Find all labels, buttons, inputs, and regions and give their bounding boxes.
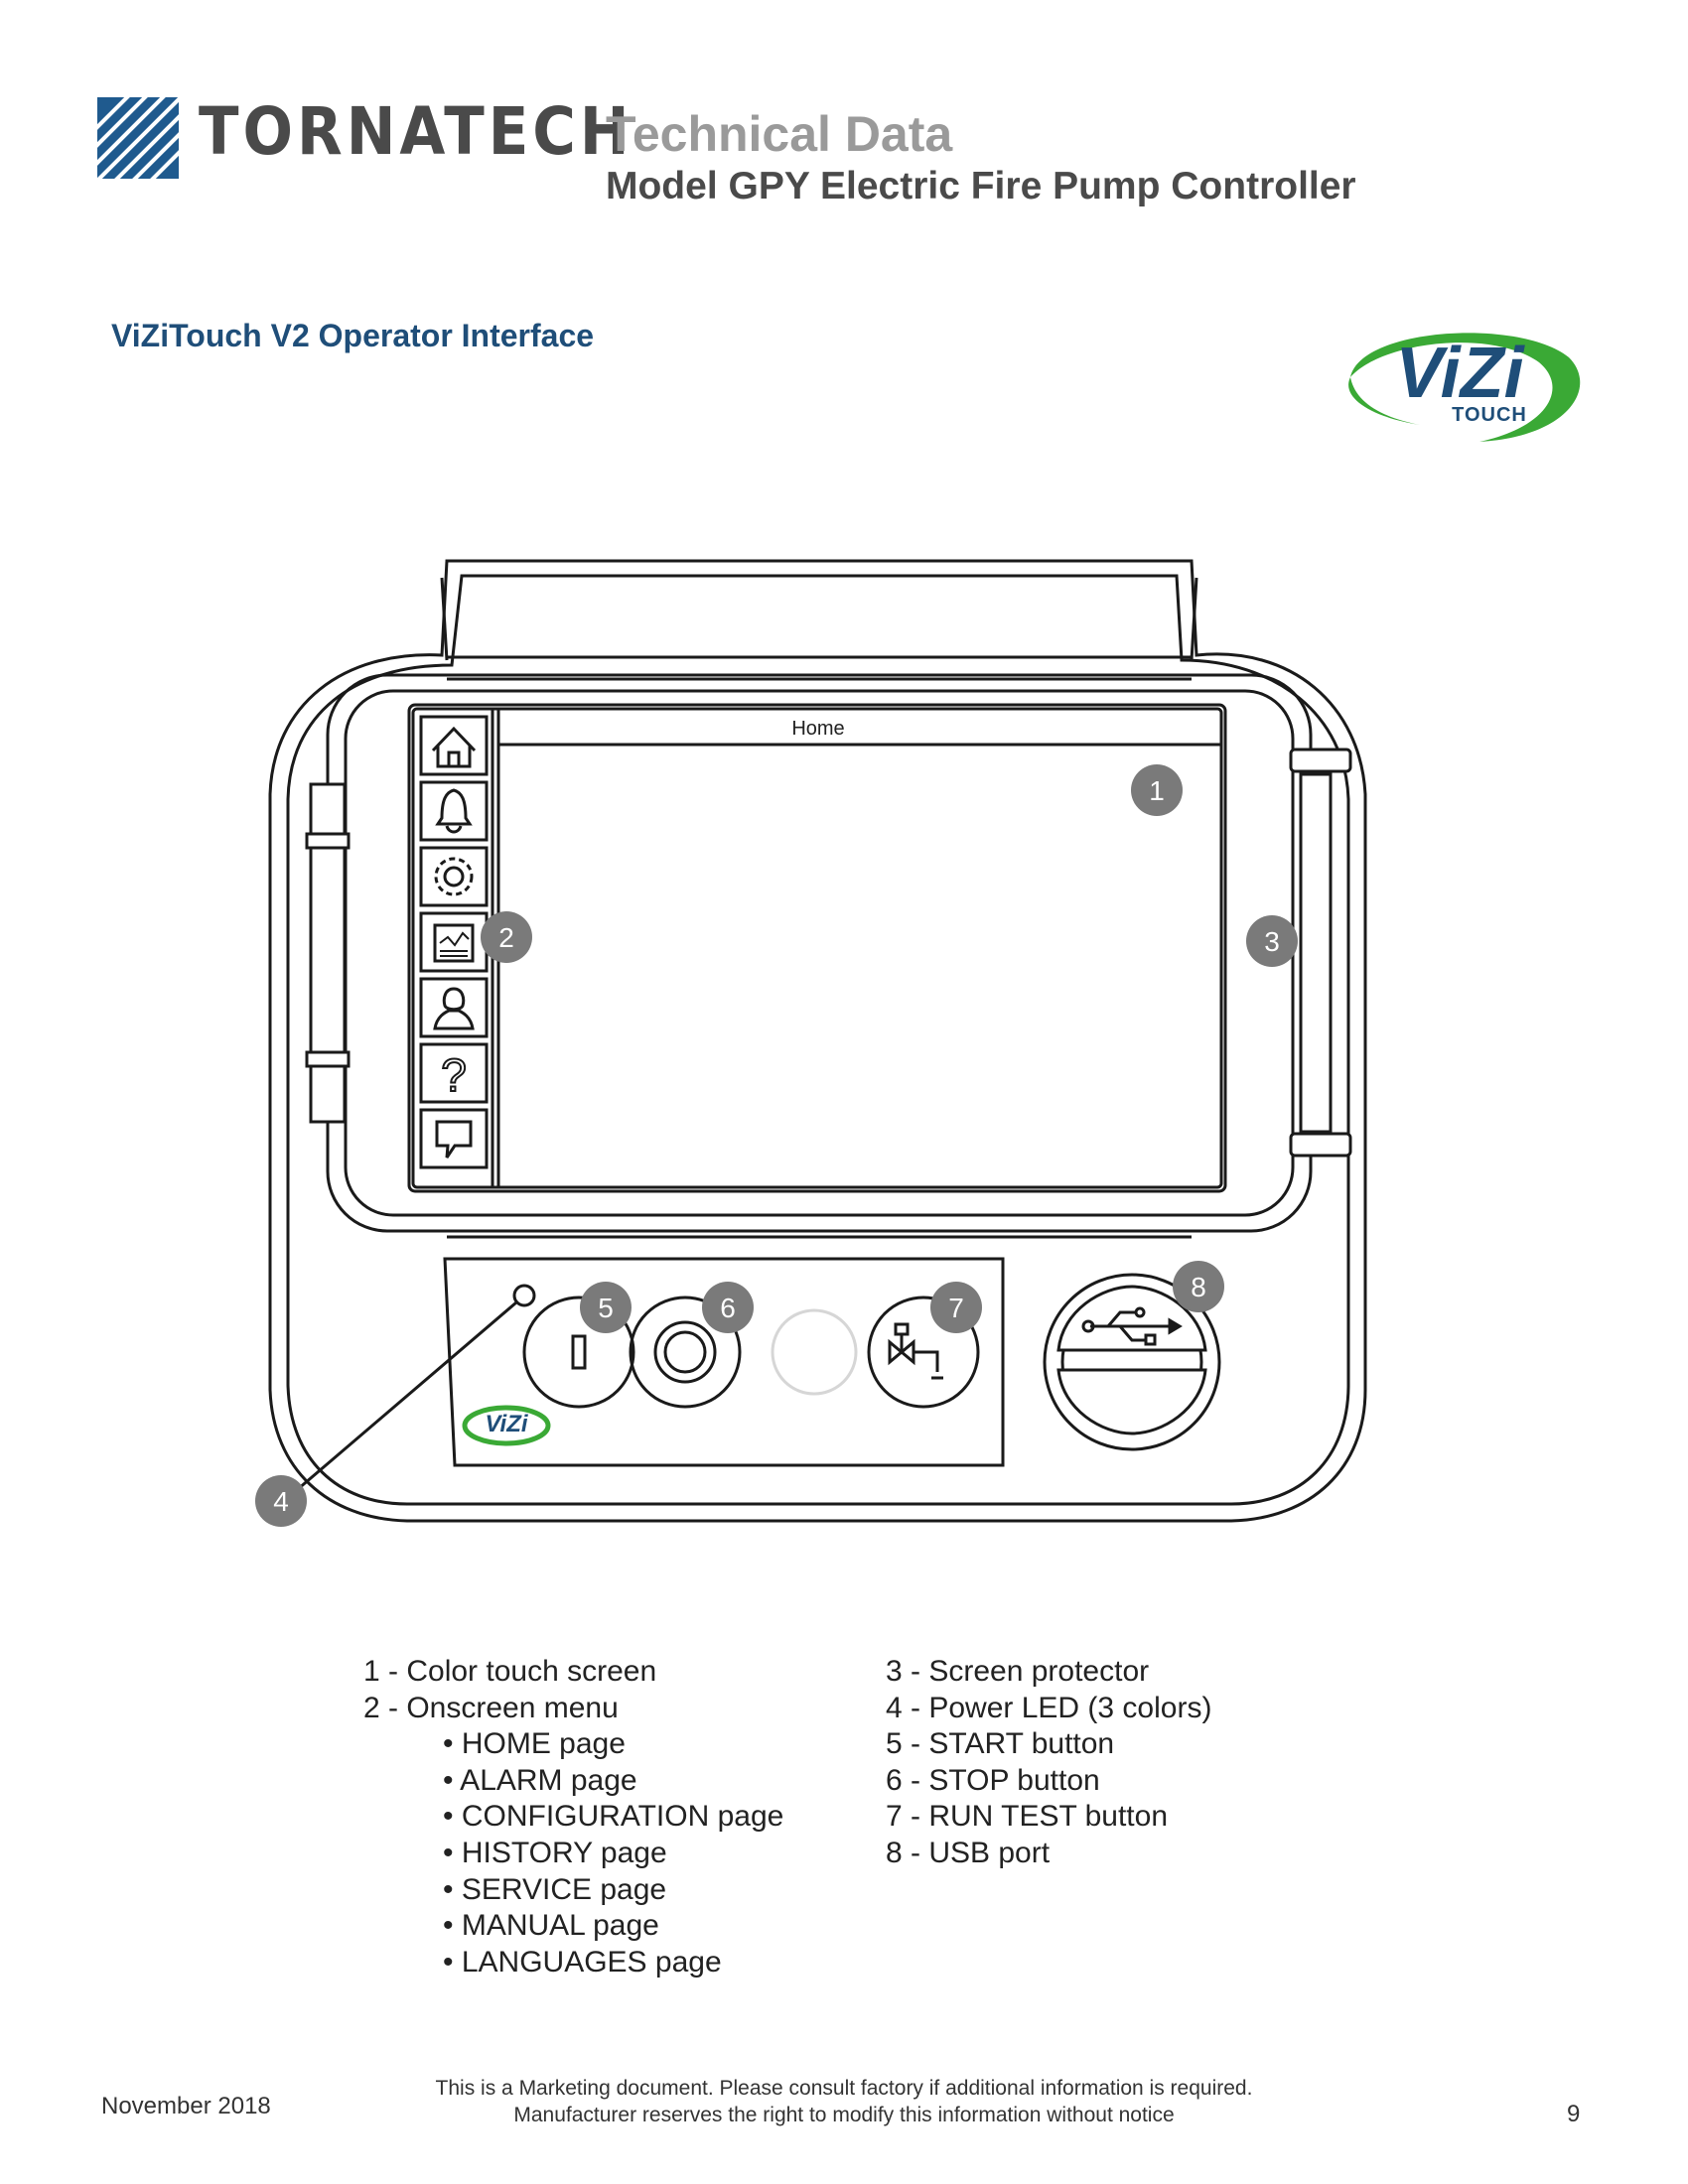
callout-1: 1: [1131, 764, 1183, 816]
footer-disclaimer: This is a Marketing document. Please con…: [0, 2075, 1688, 2128]
legend-subitem: • LANGUAGES page: [443, 1945, 722, 1979]
legend-item: 2 - Onscreen menu: [363, 1691, 619, 1724]
vizi-touch-logo: ViZi TOUCH: [1348, 333, 1581, 442]
legend-left-column: 1 - Color touch screen 2 - Onscreen menu…: [363, 1654, 783, 1980]
svg-text:5: 5: [598, 1293, 614, 1323]
menu-languages-button[interactable]: [419, 1108, 489, 1169]
svg-text:4: 4: [273, 1486, 289, 1517]
vizi-logo-text: ViZi: [1395, 334, 1525, 413]
menu-history-button[interactable]: [419, 911, 489, 973]
document-kicker: Technical Data: [606, 106, 953, 162]
menu-home-button[interactable]: [419, 715, 489, 776]
control-panel: [443, 1257, 1005, 1467]
service-person-icon: [433, 987, 475, 1030]
menu-configuration-button[interactable]: [419, 846, 489, 907]
legend-item: 1 - Color touch screen: [363, 1655, 657, 1688]
svg-text:2: 2: [498, 922, 514, 953]
callout-7: 7: [930, 1282, 982, 1333]
valve-icon: [888, 1322, 943, 1380]
disclaimer-line-2: Manufacturer reserves the right to modif…: [513, 2104, 1175, 2126]
panel-vizi-logo: ViZi: [462, 1405, 551, 1446]
legend-subitem: • MANUAL page: [443, 1909, 659, 1943]
tornatech-logo-mark: [97, 97, 179, 179]
svg-text:8: 8: [1191, 1272, 1206, 1302]
section-heading: ViZiTouch V2 Operator Interface: [111, 318, 595, 353]
usb-port[interactable]: [1043, 1273, 1221, 1451]
help-question-icon: ?: [441, 1049, 467, 1101]
svg-text:1: 1: [1149, 775, 1165, 806]
callout-4: 4: [255, 1475, 307, 1527]
legend-right-column: 3 - Screen protector 4 - Power LED (3 co…: [886, 1654, 1211, 1872]
legend-subitem: • HOME page: [443, 1727, 626, 1761]
legend-subitem: • SERVICE page: [443, 1872, 667, 1906]
home-icon: [431, 726, 477, 768]
power-led: [512, 1284, 536, 1307]
callout-2: 2: [481, 911, 532, 963]
legend-item: 4 - Power LED (3 colors): [886, 1691, 1212, 1724]
legend-item: 8 - USB port: [886, 1836, 1051, 1869]
stop-button[interactable]: [629, 1296, 742, 1409]
document-title: Model GPY Electric Fire Pump Controller: [606, 165, 1356, 207]
gear-icon: [434, 857, 474, 896]
device-outer-housing: [268, 559, 1367, 1523]
onscreen-menu: ?: [419, 715, 489, 1169]
screen-protector-frame: [326, 673, 1313, 1233]
menu-manual-button[interactable]: ?: [419, 1042, 489, 1104]
menu-service-button[interactable]: [419, 977, 489, 1038]
run-test-button[interactable]: [867, 1296, 980, 1409]
usb-icon: [1081, 1306, 1183, 1346]
svg-text:6: 6: [720, 1293, 736, 1323]
disclaimer-line-1: This is a Marketing document. Please con…: [435, 2077, 1253, 2100]
callout-5: 5: [580, 1282, 632, 1333]
svg-text:3: 3: [1264, 926, 1280, 957]
legend-item: 5 - START button: [886, 1727, 1115, 1761]
color-touch-screen: [407, 703, 1227, 1193]
callout-8: 8: [1173, 1261, 1224, 1312]
legend-item: 3 - Screen protector: [886, 1655, 1150, 1688]
legend-item: 6 - STOP button: [886, 1763, 1100, 1797]
legend-subitem: • ALARM page: [443, 1763, 637, 1797]
start-button[interactable]: [522, 1296, 635, 1409]
svg-text:ViZi: ViZi: [485, 1411, 528, 1437]
callout-6: 6: [702, 1282, 754, 1333]
history-chart-icon: [433, 923, 475, 963]
touch-logo-text: TOUCH: [1452, 404, 1527, 426]
blank-button: [771, 1308, 858, 1396]
vizitouch-device-illustration: Home: [255, 559, 1367, 1527]
legend-subitem: • HISTORY page: [443, 1836, 667, 1869]
brand-logo-text: TORNATECH: [199, 93, 633, 170]
legend-item: 7 - RUN TEST button: [886, 1800, 1169, 1834]
page-number: 9: [1567, 2101, 1581, 2127]
language-speech-bubble-icon: [435, 1120, 473, 1159]
callout-3: 3: [1246, 915, 1298, 967]
alarm-bell-icon: [435, 788, 473, 834]
screen-title: Home: [791, 718, 844, 740]
legend-subitem: • CONFIGURATION page: [443, 1800, 784, 1834]
menu-alarm-button[interactable]: [419, 780, 489, 842]
footer-date: November 2018: [101, 2093, 271, 2119]
svg-text:7: 7: [948, 1293, 964, 1323]
